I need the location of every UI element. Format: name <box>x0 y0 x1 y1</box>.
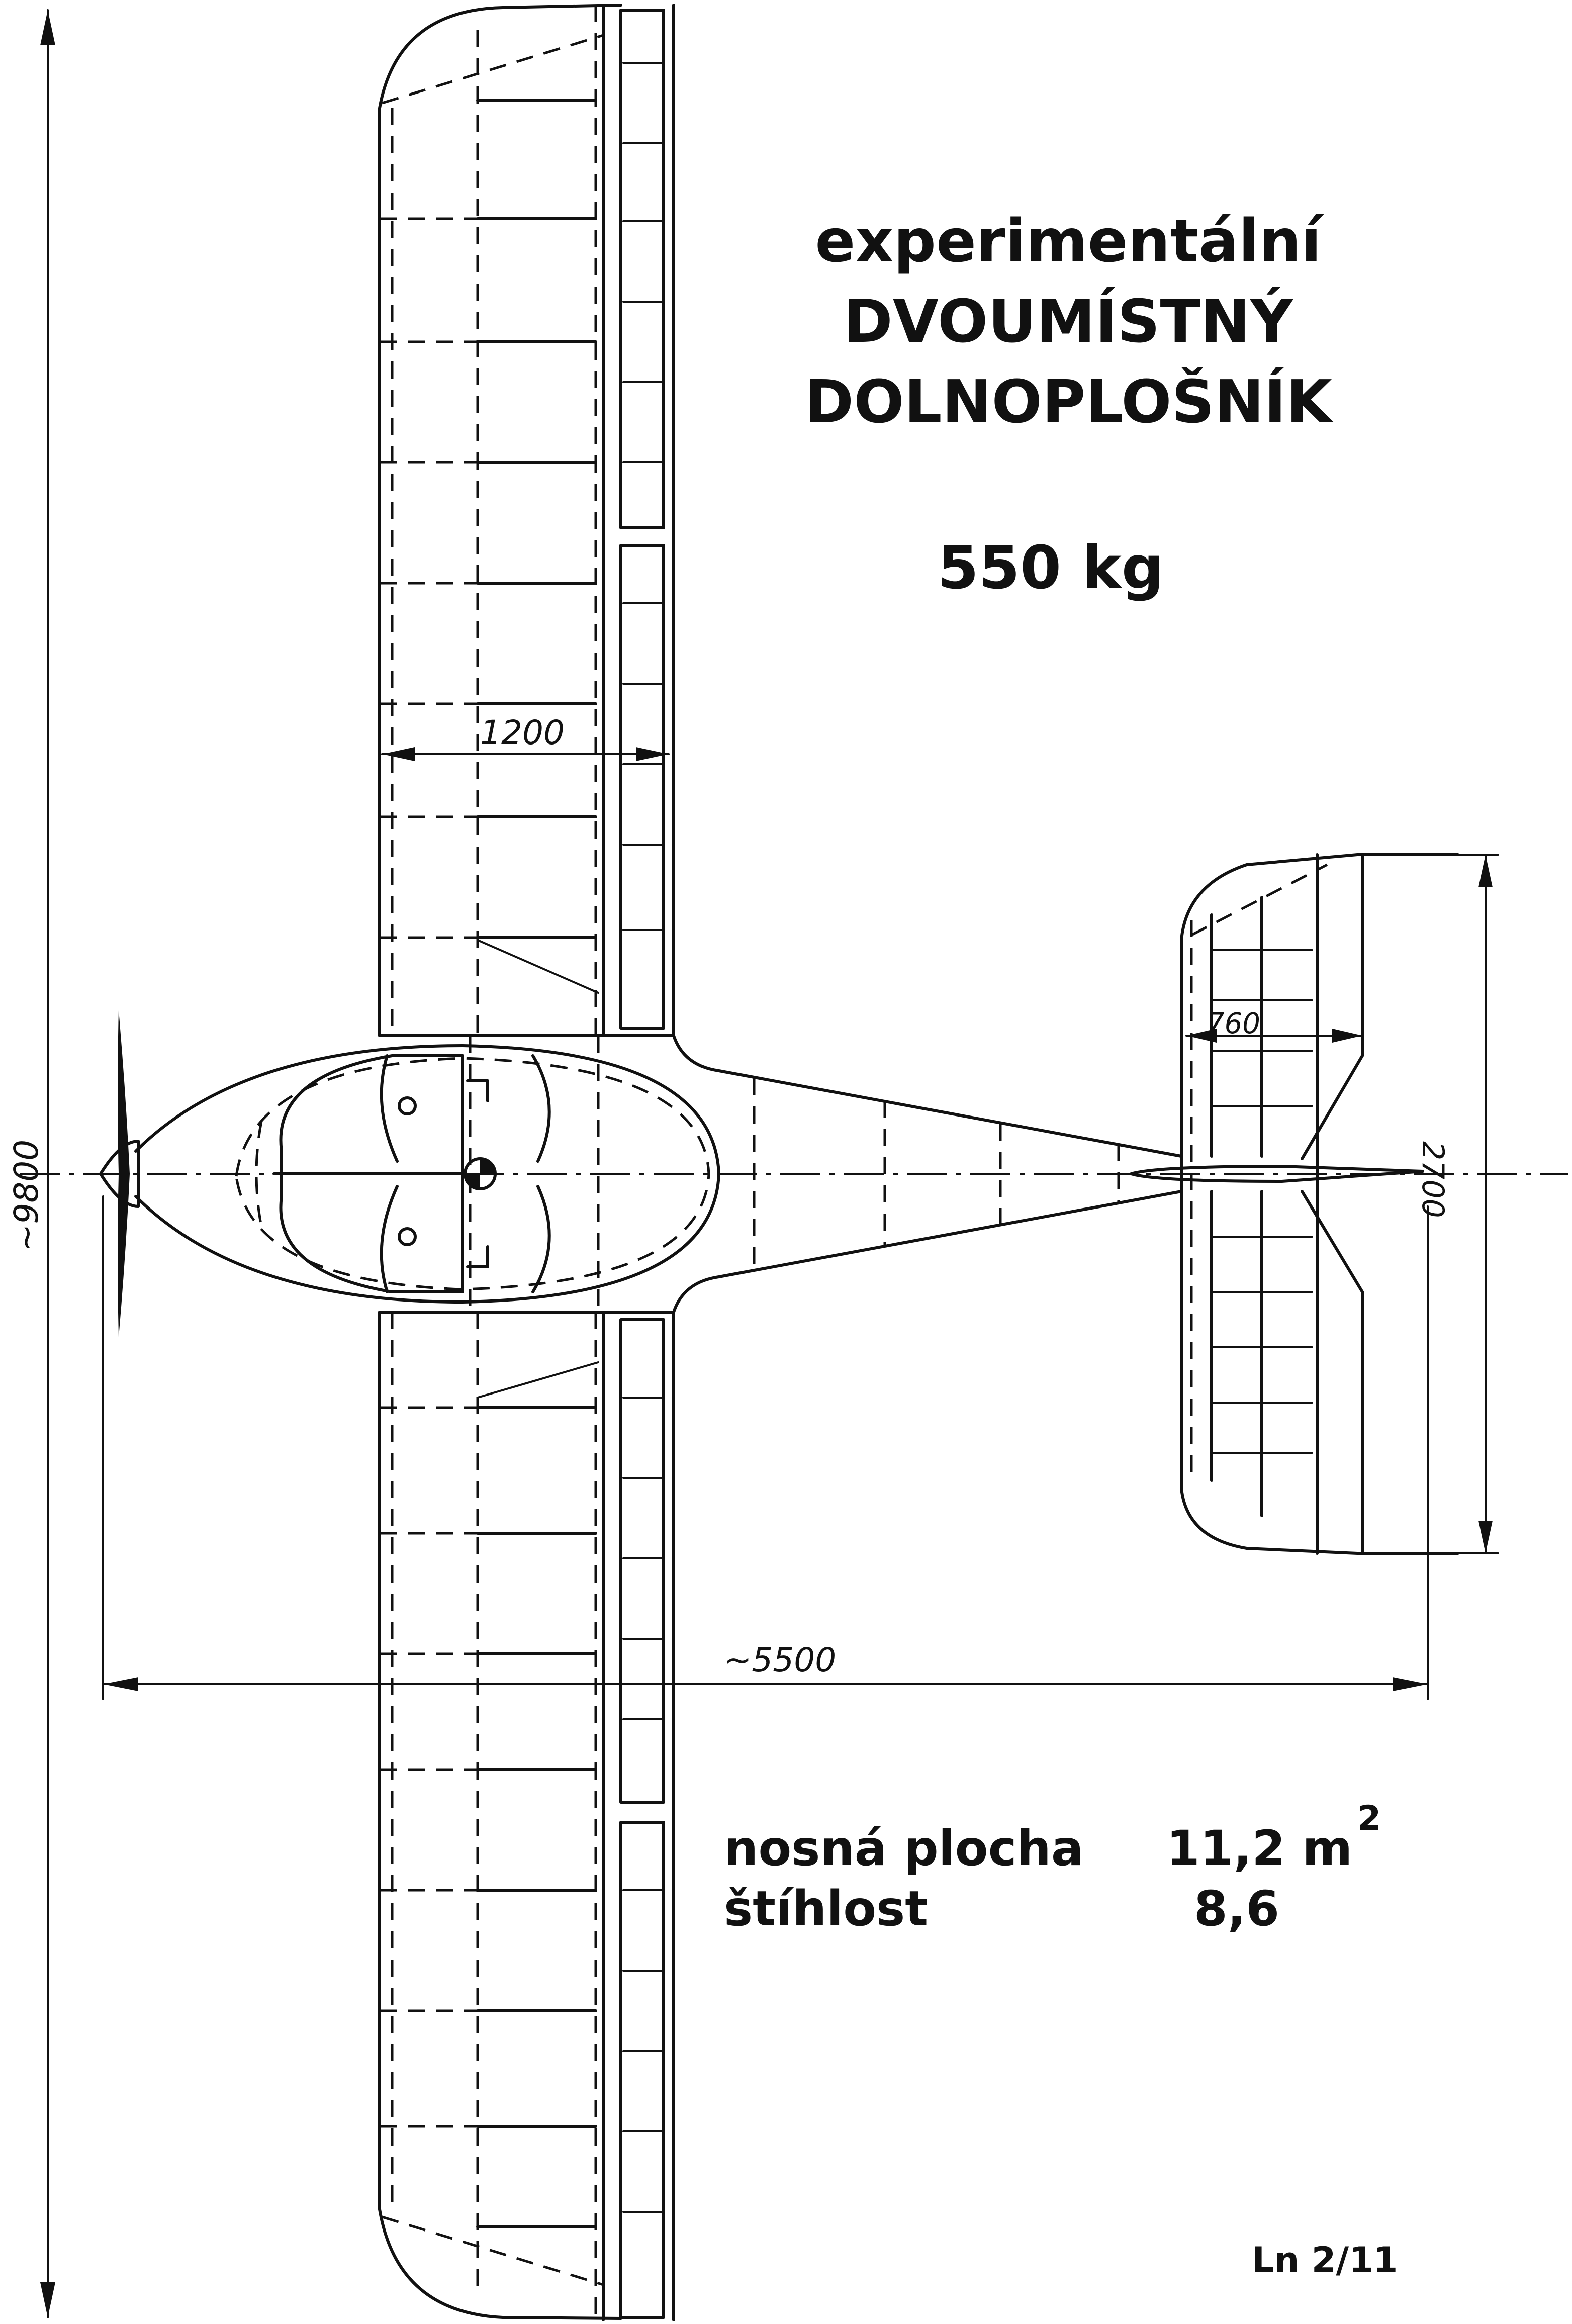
area-label: nosná plocha <box>724 1820 1084 1877</box>
lower-wing <box>378 1311 675 2321</box>
lower-wing-ribs <box>380 1361 603 2228</box>
upper-aileron-ticks <box>622 62 665 931</box>
title-line-1: experimentální <box>815 206 1324 275</box>
upper-wing-ribs <box>380 99 603 994</box>
tail-chord-dimension: 760 <box>1185 1007 1363 1043</box>
cockpit-seats <box>380 1054 551 1293</box>
area-unit-exponent: 2 <box>1357 1799 1381 1838</box>
title-line-2: DVOUMÍSTNÝ <box>844 287 1294 356</box>
upper-wing: 1200 <box>378 4 675 1037</box>
title-block: experimentální DVOUMÍSTNÝ DOLNOPLOŠNÍK 5… <box>804 206 1334 602</box>
aspect-value: 8,6 <box>1194 1881 1279 1937</box>
tail-span-dimension: 2700 <box>1366 854 1499 1554</box>
tail-chord-label: 760 <box>1207 1007 1260 1040</box>
wingspan-dimension: ~9800 <box>7 9 55 2318</box>
tail-ribs <box>1211 949 1313 1454</box>
sheet-reference: Ln 2/11 <box>1252 2240 1398 2281</box>
wing-chord-label: 1200 <box>480 713 565 752</box>
fuselage <box>20 1034 1568 1314</box>
mass-label: 550 kg <box>938 533 1164 602</box>
area-value: 11,2 m <box>1166 1820 1352 1877</box>
title-line-3: DOLNOPLOŠNÍK <box>804 367 1334 436</box>
specs-block: nosná plocha 11,2 m 2 štíhlost 8,6 <box>724 1799 1381 1937</box>
lower-aileron-ticks <box>622 1397 665 2213</box>
wing-chord-dimension: 1200 <box>381 713 670 761</box>
aspect-label: štíhlost <box>724 1881 928 1937</box>
propeller <box>99 1010 140 1337</box>
wingspan-label: ~9800 <box>7 1140 46 1252</box>
horizontal-tail: 760 2700 <box>1130 853 1499 1555</box>
length-label: ~5500 <box>724 1641 836 1680</box>
tail-span-label: 2700 <box>1415 1141 1450 1218</box>
length-dimension: ~5500 <box>102 1195 1429 1700</box>
